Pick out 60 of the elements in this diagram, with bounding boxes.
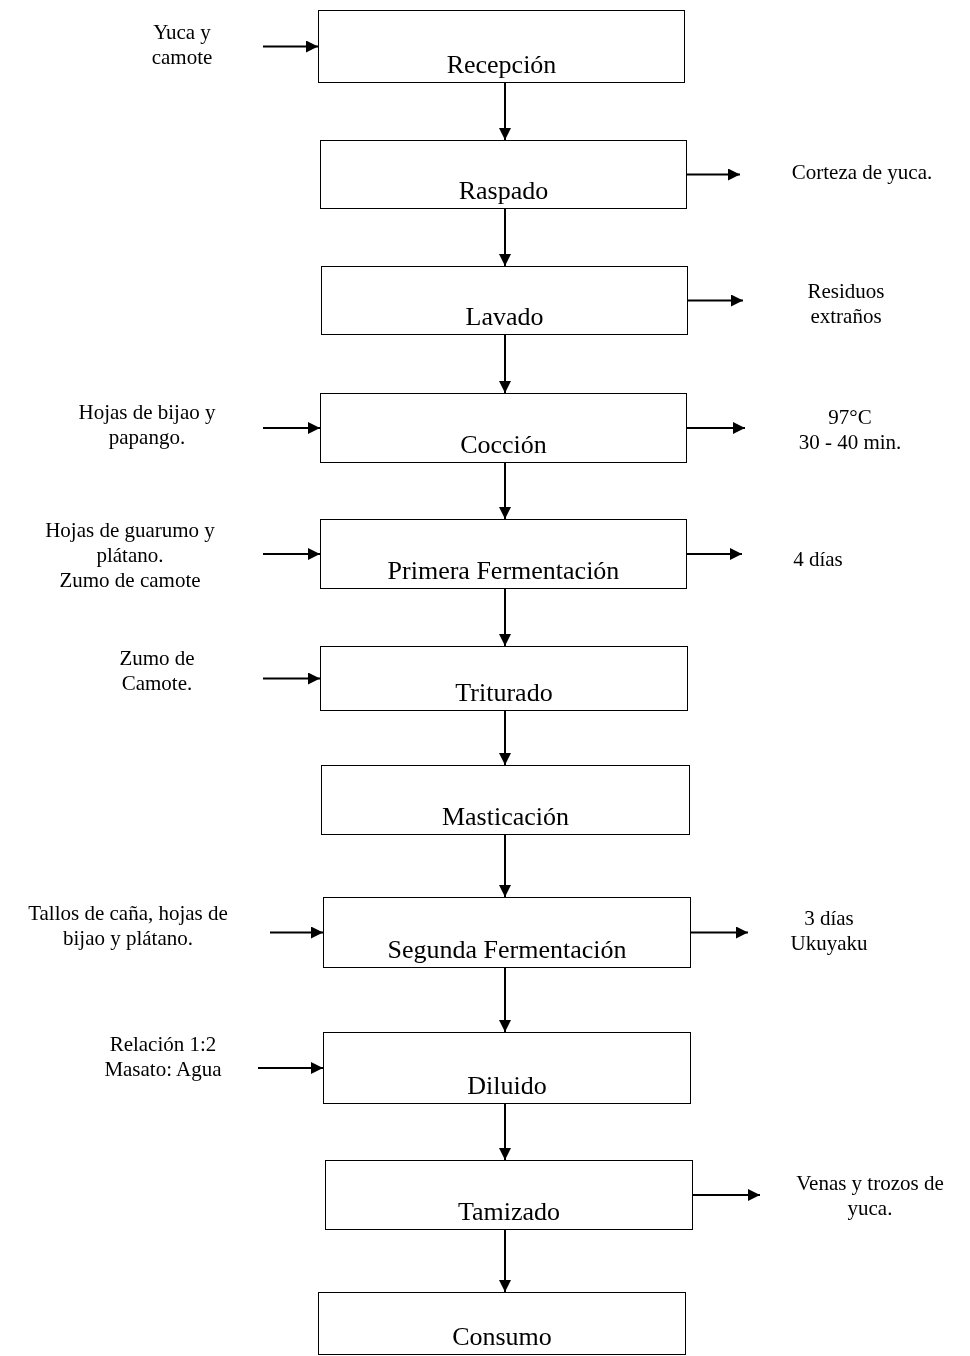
process-box (321, 266, 688, 335)
input-label: Hojas de guarumo y plátano. (44, 517, 216, 568)
arrow (499, 462, 511, 520)
input-label: Hojas de bijao y papango. (77, 400, 217, 450)
process-box (325, 1160, 693, 1230)
process-step-label: Cocción (460, 430, 547, 460)
process-box (323, 897, 691, 968)
output-label: Ukuyaku (790, 931, 868, 956)
process-step-label: Raspado (458, 176, 549, 206)
output-label: 30 - 40 min. (798, 430, 902, 455)
arrow (499, 967, 511, 1033)
arrow (499, 834, 511, 898)
arrow (692, 1189, 761, 1201)
process-step-label: Diluido (467, 1071, 547, 1101)
input-label: Tallos de caña, hojas de bijao y plátano. (27, 901, 229, 951)
arrow (499, 334, 511, 394)
arrow (257, 1062, 324, 1074)
process-box (320, 646, 688, 711)
arrow (499, 710, 511, 766)
output-label: 97°C (828, 405, 872, 430)
process-step-label: Consumo (452, 1322, 552, 1352)
input-label: Relación 1:2 (109, 1032, 217, 1057)
arrow (686, 422, 746, 434)
arrow (269, 926, 324, 939)
arrow (499, 208, 511, 267)
arrow (499, 1103, 511, 1161)
process-step-label: Triturado (455, 678, 553, 708)
process-step-label: Recepción (446, 50, 557, 80)
process-step-label: Lavado (465, 302, 544, 332)
output-label: 4 días (793, 546, 843, 572)
process-box (321, 765, 690, 835)
arrow (262, 40, 319, 53)
process-box (318, 10, 685, 83)
arrow (499, 82, 511, 141)
output-label: Corteza de yuca. (791, 159, 933, 185)
input-label: Zumo de Camote. (118, 646, 196, 696)
input-label: Masato: Agua (104, 1057, 222, 1082)
arrow (499, 1229, 511, 1293)
arrow (687, 294, 744, 307)
input-label: Yuca y camote (150, 20, 214, 70)
arrow (262, 422, 321, 434)
input-label: Zumo de camote (59, 567, 201, 593)
arrow (262, 548, 321, 560)
process-box (318, 1292, 686, 1355)
process-step-label: Primera Fermentación (387, 556, 620, 586)
process-step-label: Tamizado (457, 1197, 561, 1227)
output-label: Residuos extraños (806, 279, 886, 329)
process-step-label: Segunda Fermentación (387, 935, 627, 965)
output-label: Venas y trozos de yuca. (795, 1171, 945, 1221)
arrow (499, 588, 511, 647)
process-step-label: Masticación (441, 802, 570, 832)
process-box (320, 393, 687, 463)
output-label: 3 días (804, 906, 854, 931)
process-box (323, 1032, 691, 1104)
process-box (320, 140, 687, 209)
arrow (690, 926, 749, 939)
arrow (262, 672, 321, 685)
process-box (320, 519, 687, 589)
arrow (686, 548, 743, 560)
arrow (686, 168, 741, 181)
